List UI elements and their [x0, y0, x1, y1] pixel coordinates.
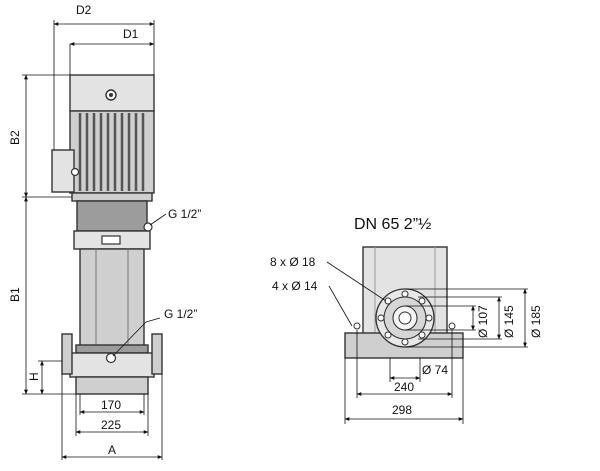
label-d2: D2: [76, 3, 92, 17]
label-240: 240: [394, 380, 414, 394]
label-holes-base: 4 x Ø 14: [272, 279, 318, 293]
pump-side-view: D2 D1 B2 B1 H 170 225 A G 1/2” G 1/2”: [8, 3, 201, 460]
terminal-box: [51, 149, 75, 193]
label-298: 298: [392, 403, 412, 417]
flange-dimensions: [326, 261, 528, 424]
label-d1: D1: [123, 27, 139, 41]
label-b1: B1: [8, 287, 22, 302]
bolt-holes: [377, 290, 433, 346]
label-dia-145: Ø 145: [502, 305, 516, 338]
motor: [51, 74, 155, 194]
label-a: A: [108, 443, 116, 457]
label-b2: B2: [8, 130, 22, 145]
label-170: 170: [101, 398, 121, 412]
label-port-bottom: G 1/2”: [164, 307, 197, 321]
motor-cooling-fins: [78, 113, 145, 191]
label-225: 225: [101, 418, 121, 432]
label-dia-74: Ø 74: [422, 363, 448, 377]
label-holes-outer: 8 x Ø 18: [270, 255, 316, 269]
flange-view: DN 65 2”½: [270, 216, 543, 424]
label-dia-185: Ø 185: [529, 305, 543, 338]
label-dia-107: Ø 107: [476, 305, 490, 338]
pump-base: [61, 333, 163, 395]
pump-column: [75, 248, 149, 354]
flange-face: [375, 288, 435, 348]
label-port-top: G 1/2”: [168, 207, 201, 221]
coupling-housing: [71, 192, 153, 250]
side-dimensions: [22, 20, 167, 460]
flange-title: DN 65 2”½: [354, 216, 431, 233]
label-h: H: [27, 372, 41, 381]
